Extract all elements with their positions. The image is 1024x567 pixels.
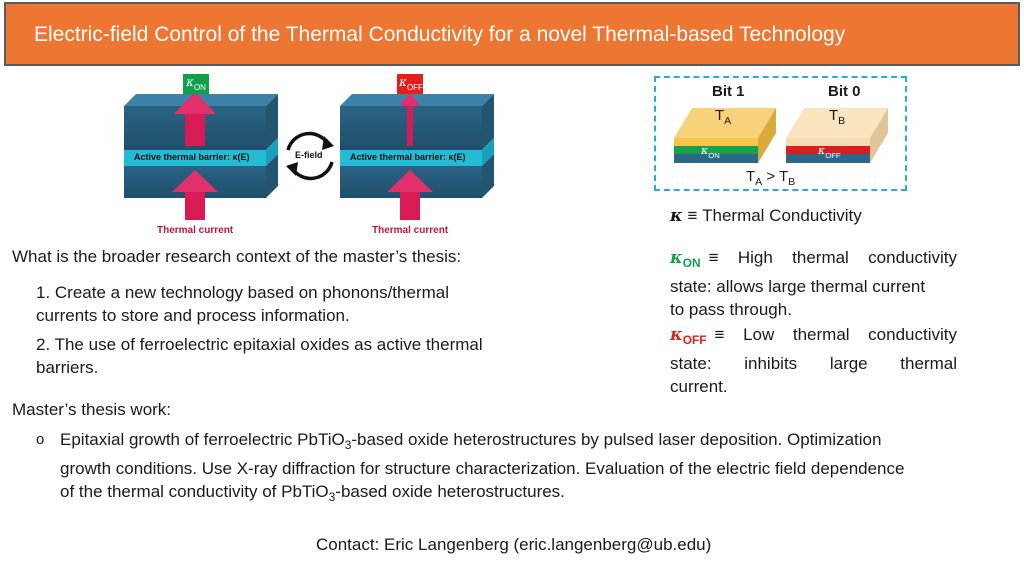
context-item-1: 1. Create a new technology based on phon… (36, 283, 449, 325)
contact-line: Contact: Eric Langenberg (eric.langenber… (316, 535, 712, 554)
barrier-label-right: Active thermal barrier: κ(E) (350, 152, 466, 162)
title-banner: Electric-field Control of the Thermal Co… (4, 2, 1020, 66)
work-heading: Master’s thesis work: (12, 400, 172, 419)
bits-panel (654, 76, 907, 191)
work-description: Epitaxial growth of ferroelectric PbTiO3… (60, 430, 905, 504)
tb-label: TB (829, 107, 846, 127)
bits-diagram (674, 108, 888, 163)
bit1-title: Bit 1 (712, 83, 745, 100)
kappa-on-badge: κON (186, 75, 206, 92)
temperature-relation: TA > TB (746, 168, 796, 188)
left-stack (124, 92, 278, 220)
context-item-2: 2. The use of ferroelectric epitaxial ox… (36, 335, 483, 377)
device-diagram (124, 74, 494, 220)
ta-label: TA (715, 107, 732, 127)
bit0-title: Bit 0 (828, 83, 861, 100)
bit0-kappa-off: κOFF (818, 144, 841, 160)
bullet-icon: o (36, 431, 45, 448)
kappa-off-definition: κOFF ≡ Low thermal conductivity state: i… (670, 325, 957, 396)
efield-label: E-field (295, 150, 323, 160)
thermal-current-left: Thermal current (157, 225, 234, 236)
bit1-kappa-on: κON (701, 144, 720, 160)
efield-cycle-icon (286, 131, 334, 181)
thermal-current-right: Thermal current (372, 225, 449, 236)
page-title: Electric-field Control of the Thermal Co… (34, 23, 846, 46)
context-question: What is the broader research context of … (12, 247, 462, 266)
right-stack (340, 92, 494, 220)
barrier-label-left: Active thermal barrier: κ(E) (134, 152, 250, 162)
kappa-off-badge: κOFF (399, 75, 423, 92)
kappa-on-definition: κON ≡ High thermal conductivity state: a… (670, 248, 957, 319)
kappa-definition: κ ≡ Thermal Conductivity (670, 206, 862, 226)
